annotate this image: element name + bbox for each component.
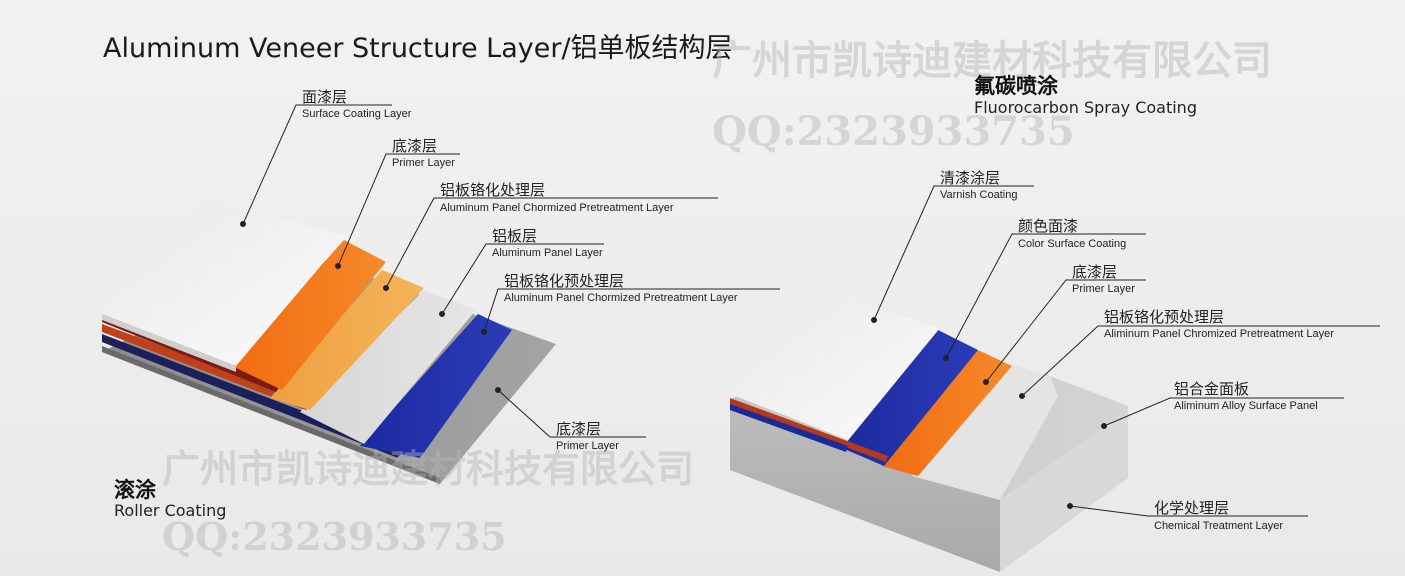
leader-dot-aluminum-panel — [439, 311, 445, 317]
leader-color-surface — [945, 233, 1146, 359]
spray-label-5-cn: 化学处理层 — [1154, 499, 1230, 517]
spray-label-1-en: Color Surface Coating — [1018, 238, 1127, 250]
roller-label-1-cn: 底漆层 — [392, 137, 438, 155]
roller-label-1-en: Primer Layer — [392, 157, 455, 169]
spray-label-4-en: Aliminum Alloy Surface Panel — [1174, 400, 1318, 412]
leader-dot-primer-top — [335, 263, 341, 269]
spray-slab-front — [730, 400, 1000, 572]
spray-label-4-cn: 铝合金面板 — [1174, 380, 1250, 398]
leader-varnish — [873, 185, 1034, 321]
spray-label-2-cn: 底漆层 — [1072, 263, 1118, 281]
roller-blue-layer — [360, 314, 512, 458]
leader-dot-spray-pretreatment — [1019, 393, 1025, 399]
spray-label-2-en: Primer Layer — [1072, 283, 1135, 295]
spray-orange-layer — [882, 350, 1012, 476]
roller-white-edge — [102, 314, 236, 372]
leader-dot-surface-coating — [240, 221, 246, 227]
roller-navy-strip — [102, 334, 404, 458]
leader-spray-primer — [985, 279, 1146, 383]
spray-label-3-en: Aliminum Panel Chromized Pretreatment La… — [1104, 328, 1334, 340]
roller-label-0-cn: 面漆层 — [302, 88, 348, 106]
leader-primer-top — [337, 153, 460, 267]
roller-white-layer — [102, 196, 346, 366]
spray-label-5-en: Chemical Treatment Layer — [1154, 520, 1283, 532]
leader-dot-chromized — [383, 285, 389, 291]
leader-surface-coating — [242, 104, 392, 225]
leader-pretreatment — [483, 288, 780, 333]
leader-dot-spray-primer — [983, 379, 989, 385]
spray-label-1-cn: 颜色面漆 — [1018, 217, 1079, 235]
leader-spray-pretreatment — [1021, 325, 1380, 397]
page-title: Aluminum Veneer Structure Layer/铝单板结构层 — [103, 33, 733, 64]
leader-dot-varnish — [871, 317, 877, 323]
roller-coating-stack — [102, 196, 556, 484]
roller-label-3-cn: 铝板层 — [492, 227, 538, 245]
leader-chromized — [385, 197, 718, 289]
leader-alloy-panel — [1103, 397, 1344, 427]
leader-dot-alloy-panel — [1101, 423, 1107, 429]
roller-label-4-cn: 铝板铬化预处理层 — [504, 272, 625, 290]
leader-dot-primer-bottom — [495, 387, 501, 393]
leader-dot-pretreatment — [481, 329, 487, 335]
spray-coating-stack — [730, 290, 1128, 572]
leader-primer-bottom — [497, 389, 646, 438]
roller-base-primer-edge — [102, 346, 440, 484]
leader-dot-chemical — [1067, 503, 1073, 509]
spray-blue-layer — [842, 330, 978, 466]
roller-label-3-en: Aluminum Panel Layer — [492, 247, 603, 259]
roller-section-title-en: Roller Coating — [114, 501, 227, 520]
leader-dot-color-surface — [943, 355, 949, 361]
spray-label-0-en: Varnish Coating — [940, 189, 1018, 201]
roller-label-5-en: Primer Layer — [556, 440, 619, 452]
roller-light-orange-layer — [270, 270, 424, 410]
roller-label-2-cn: 铝板铬化处理层 — [440, 181, 546, 199]
spray-label-0-cn: 清漆涂层 — [940, 169, 1001, 187]
spray-label-3-cn: 铝板铬化预处理层 — [1104, 308, 1225, 326]
spray-section-title-en: Fluorocarbon Spray Coating — [974, 98, 1197, 117]
roller-label-5-cn: 底漆层 — [556, 420, 602, 438]
roller-aluminum-layer — [300, 290, 476, 444]
roller-red-strip — [102, 324, 312, 410]
spray-leader-lines — [871, 185, 1380, 517]
leader-aluminum-panel — [441, 243, 604, 315]
roller-label-4-en: Aluminum Panel Chormized Pretreatment La… — [504, 292, 738, 304]
spray-section-title-cn: 氟碳喷涂 — [974, 74, 1058, 98]
roller-label-2-en: Aluminum Panel Chormized Pretreatment La… — [440, 202, 674, 214]
roller-label-0-en: Surface Coating Layer — [302, 108, 412, 120]
spray-red-strip — [730, 398, 888, 462]
roller-section-title-cn: 滚涂 — [114, 478, 156, 502]
spray-navy-strip — [730, 404, 848, 452]
spray-slab-right — [1000, 410, 1128, 572]
leader-chemical — [1069, 505, 1308, 517]
spray-white-layer — [730, 290, 940, 440]
roller-orange-layer — [232, 240, 386, 390]
roller-leader-lines — [240, 104, 780, 438]
